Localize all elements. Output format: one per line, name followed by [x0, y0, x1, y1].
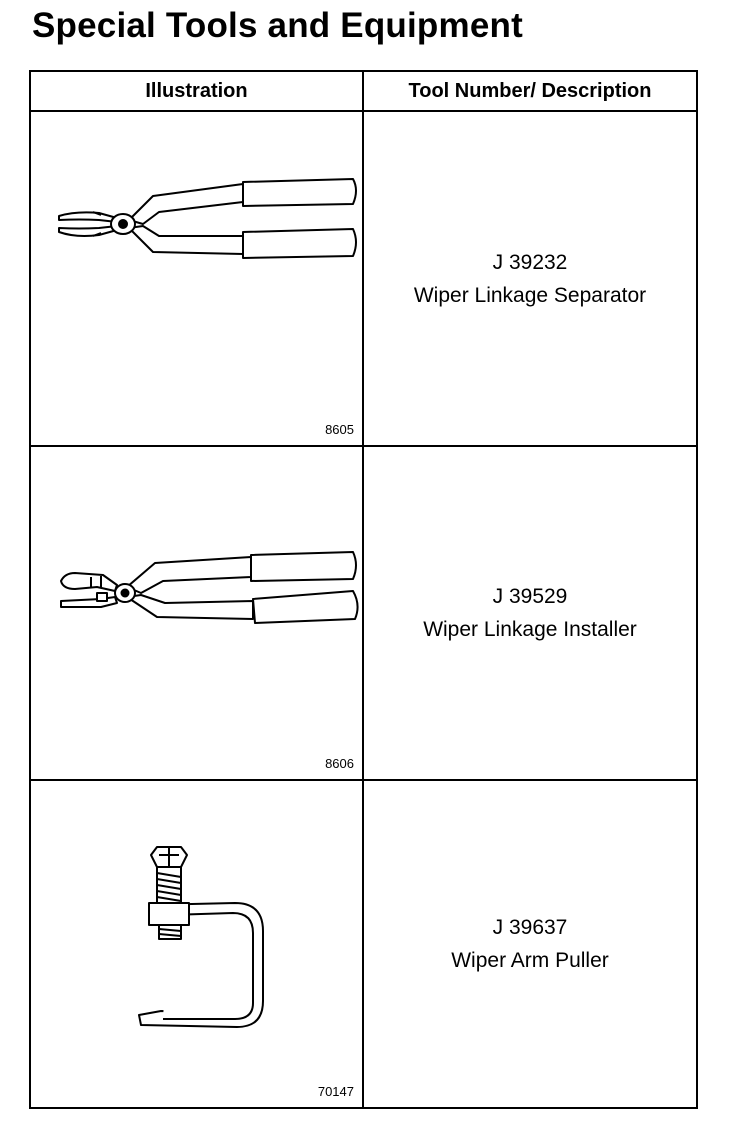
- illustration-cell: 8606: [31, 447, 362, 779]
- description-cell: J 39637 Wiper Arm Puller: [364, 781, 696, 1107]
- header-divider: [31, 110, 696, 112]
- table-row: 8605 J 39232 Wiper Linkage Separator: [31, 112, 696, 445]
- illustration-cell: 8605: [31, 112, 362, 445]
- page-title: Special Tools and Equipment: [32, 6, 523, 45]
- c-clamp-puller-icon: [138, 846, 264, 1028]
- table-row: 70147 J 39637 Wiper Arm Puller: [31, 781, 696, 1107]
- figure-number: 70147: [317, 1084, 354, 1099]
- description-cell: J 39529 Wiper Linkage Installer: [364, 447, 696, 779]
- tool-number: J 39529: [492, 585, 568, 608]
- tool-number: J 39637: [492, 916, 568, 939]
- separator-pliers-icon: [58, 178, 357, 259]
- tool-description: Wiper Arm Puller: [451, 949, 609, 972]
- figure-number: 8606: [325, 756, 354, 771]
- row-divider: [31, 779, 696, 781]
- figure-number: 8605: [325, 422, 354, 437]
- tools-table: Illustration Tool Number/ Description: [29, 70, 698, 1109]
- header-illustration: Illustration: [145, 80, 248, 102]
- header-tool-description: Tool Number/ Description: [408, 80, 652, 102]
- row-divider: [31, 445, 696, 447]
- column-divider: [362, 72, 364, 1107]
- installer-pliers-icon: [60, 551, 359, 624]
- description-cell: J 39232 Wiper Linkage Separator: [364, 112, 696, 445]
- table-row: 8606 J 39529 Wiper Linkage Installer: [31, 447, 696, 779]
- tool-description: Wiper Linkage Separator: [413, 283, 647, 307]
- tool-number: J 39232: [492, 250, 568, 274]
- tool-description: Wiper Linkage Installer: [423, 618, 637, 641]
- illustration-cell: 70147: [31, 781, 362, 1107]
